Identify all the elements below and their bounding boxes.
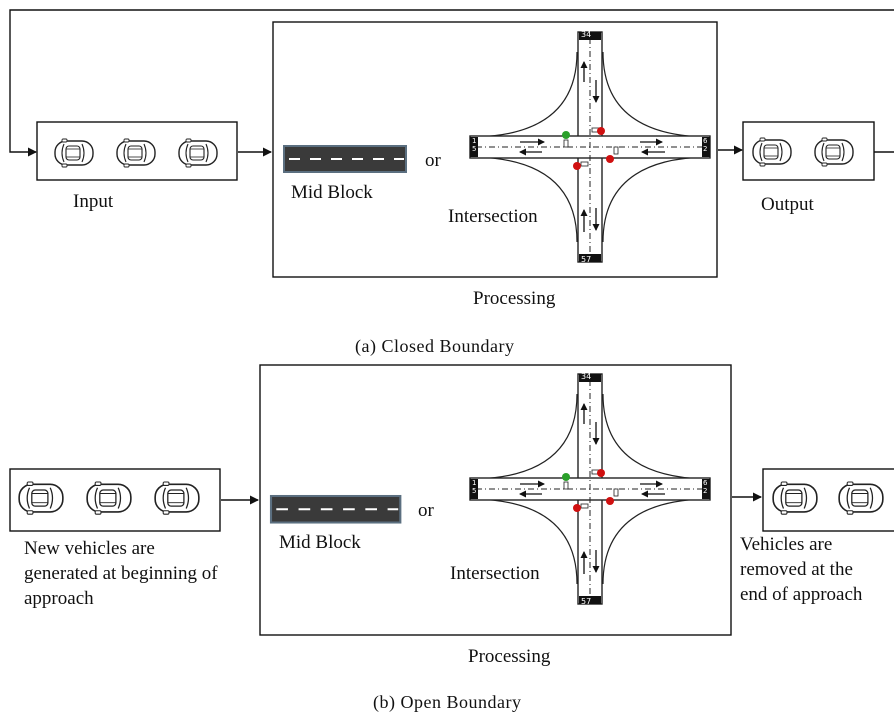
output-description-line-3: end of approach xyxy=(740,584,863,605)
input-description-line-1: New vehicles are xyxy=(24,538,155,559)
midblock-label-a: Mid Block xyxy=(291,182,373,203)
car-icon xyxy=(752,137,792,167)
leg-number-south-b: 57 xyxy=(581,597,592,606)
road-segment-icon xyxy=(269,494,402,524)
car-icon xyxy=(178,138,218,168)
car-icon xyxy=(86,481,132,516)
or-label-a: or xyxy=(425,150,441,171)
intersection-label-a: Intersection xyxy=(448,206,538,227)
car-icon xyxy=(54,138,94,168)
leg-number-north-b: 34 xyxy=(581,372,592,381)
or-label-b: or xyxy=(418,500,434,521)
processing-label-a: Processing xyxy=(473,288,556,309)
car-icon xyxy=(838,481,884,516)
intersection-label-b: Intersection xyxy=(450,563,540,584)
car-icon xyxy=(116,138,156,168)
processing-label-b: Processing xyxy=(468,646,551,667)
leg-number-north-a: 34 xyxy=(581,30,592,39)
input-description-line-2: generated at beginning of xyxy=(24,563,218,584)
car-icon xyxy=(154,481,200,516)
output-description-line-1: Vehicles are xyxy=(740,534,833,555)
feedback-loop-line xyxy=(9,9,894,157)
caption-a: (a) Closed Boundary xyxy=(355,336,515,356)
input-description-line-3: approach xyxy=(24,588,94,609)
car-icon xyxy=(772,481,818,516)
midblock-label-b: Mid Block xyxy=(279,532,361,553)
road-segment-icon xyxy=(283,145,407,173)
car-icon xyxy=(18,481,64,516)
output-label-a: Output xyxy=(761,194,814,215)
input-label-a: Input xyxy=(73,191,114,212)
leg-number-south-a: 57 xyxy=(581,255,592,264)
car-icon xyxy=(814,137,854,167)
caption-b: (b) Open Boundary xyxy=(373,692,522,712)
output-description-line-2: removed at the xyxy=(740,559,853,580)
